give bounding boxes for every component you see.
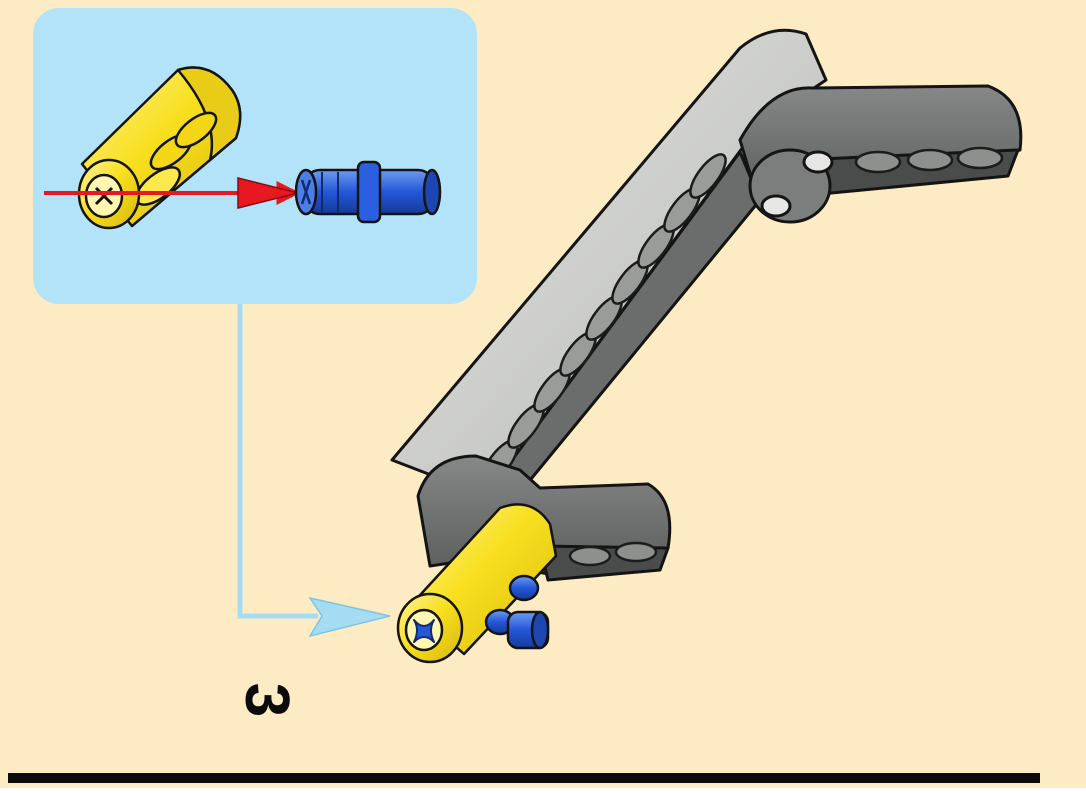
bottom-rule (8, 773, 1040, 783)
step-number: 3 (234, 660, 298, 740)
liftarm-upper-holes (856, 148, 1002, 172)
blue-axle-pin-icon (296, 162, 440, 222)
